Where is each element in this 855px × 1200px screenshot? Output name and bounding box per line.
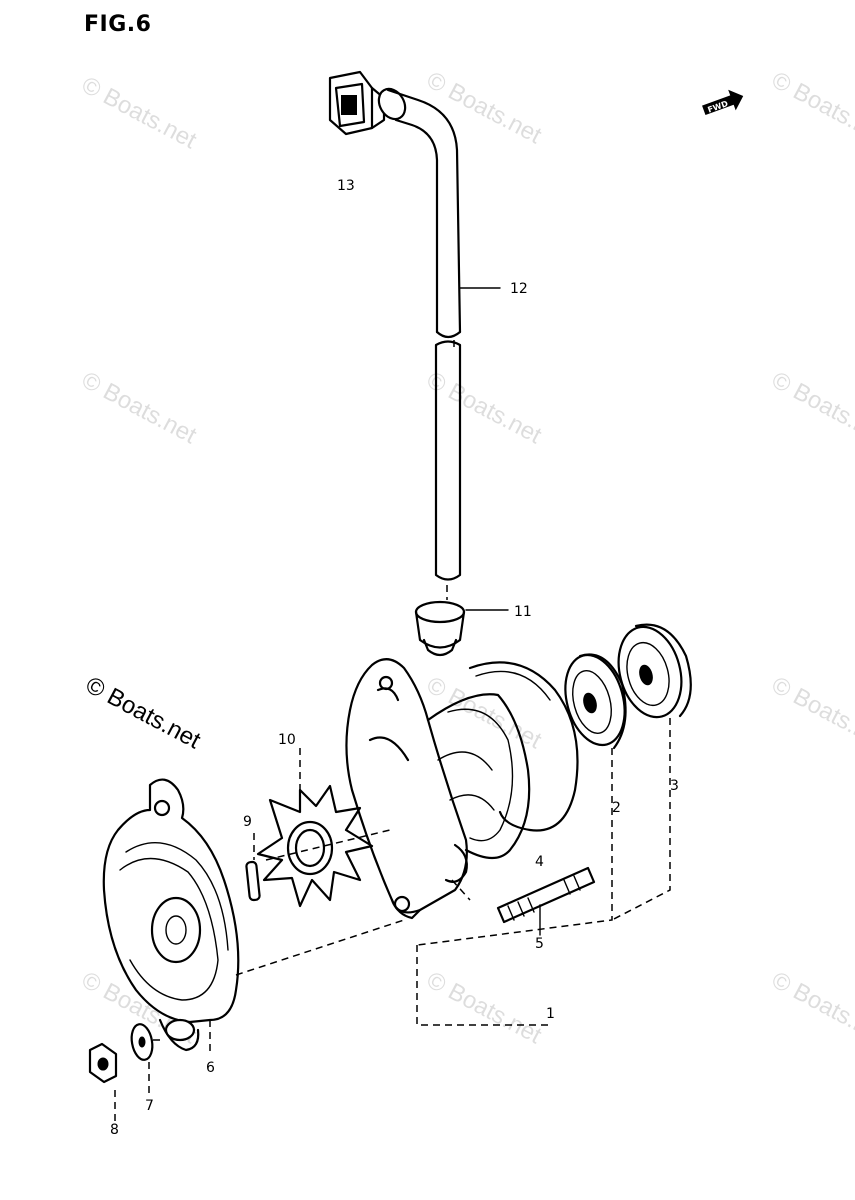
part-12-hose	[377, 87, 462, 581]
watermark-text: © Boats.net	[422, 966, 546, 1049]
callout-labels: 1 2 3 4 5 6 7 8 9 10 11 12 13	[110, 178, 679, 1138]
figure-title: FIG.6	[84, 12, 152, 37]
watermark-text: © Boats.net	[422, 366, 546, 449]
part-7-washer	[130, 1023, 154, 1061]
callout-5: 5	[535, 936, 544, 952]
assembly-guide-lines	[114, 340, 671, 1125]
part-4-gasket	[468, 661, 579, 832]
callout-12: 12	[510, 281, 528, 297]
part-6-pump-cover	[102, 778, 240, 1052]
callout-8: 8	[110, 1122, 119, 1138]
part-3-bearing	[617, 623, 692, 719]
callout-1: 1	[546, 1006, 555, 1022]
part-1-pump-case	[345, 658, 531, 920]
watermark-text: © Boats.net	[767, 966, 855, 1049]
fwd-arrow-label: FWD	[706, 99, 729, 115]
watermark-text: © Boats.net	[767, 66, 855, 149]
callout-7: 7	[145, 1098, 154, 1114]
callout-2: 2	[612, 800, 621, 816]
callout-9: 9	[243, 814, 252, 830]
callout-13: 13	[337, 178, 355, 194]
callout-6: 6	[206, 1060, 215, 1076]
leader-lines	[459, 287, 541, 936]
watermark-text: © Boats.net	[77, 366, 201, 449]
watermark-text: © Boats.net	[767, 671, 855, 754]
part-11-cap	[414, 600, 466, 657]
callout-4: 4	[535, 854, 544, 870]
watermark-text: © Boats.net	[77, 71, 201, 154]
fwd-arrow-icon: FWD	[702, 89, 744, 116]
part-2-bearing	[564, 653, 627, 750]
watermark-text: © Boats.net	[767, 366, 855, 449]
part-5-stud-bolt	[496, 866, 596, 924]
part-8-nut	[88, 1042, 118, 1084]
watermark-text: © Boats.net	[422, 66, 546, 149]
watermarks: © Boats.net © Boats.net © Boats.net © Bo…	[77, 66, 855, 1049]
callout-11: 11	[514, 604, 532, 620]
part-13-grommet	[328, 70, 386, 136]
watermark-text: © Boats.net	[81, 671, 205, 754]
callout-10: 10	[278, 732, 296, 748]
part-10-impeller	[256, 784, 374, 908]
part-9-pin	[245, 860, 261, 902]
callout-3: 3	[670, 778, 679, 794]
